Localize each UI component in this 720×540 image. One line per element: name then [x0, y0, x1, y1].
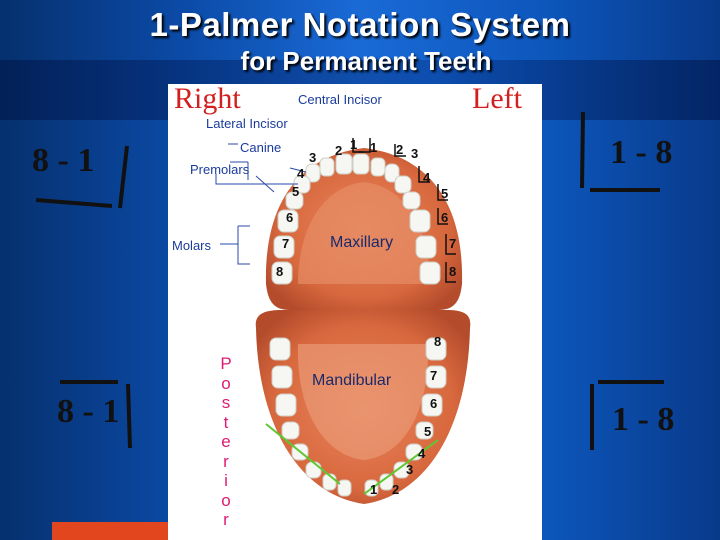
- dental-arch-illustration: [215, 138, 471, 504]
- label-central-incisor: Central Incisor: [298, 92, 382, 107]
- posterior-letter: e: [221, 432, 231, 451]
- slide-title: 1-Palmer Notation System: [149, 6, 571, 43]
- posterior-label: P o s t e r i o r: [218, 354, 234, 530]
- upper-right-number-2: 2: [335, 143, 343, 158]
- posterior-letter: P: [220, 354, 232, 373]
- lower-number-5: 5: [424, 424, 432, 439]
- posterior-letter: o: [221, 373, 231, 393]
- upper-left-number-4: 4: [423, 170, 431, 185]
- quadrant-upper-left-text: 1 - 8: [610, 134, 673, 171]
- posterior-letter: o: [221, 490, 231, 510]
- upper-left-number-5: 5: [441, 186, 449, 201]
- posterior-letter: i: [224, 471, 228, 490]
- lower-number-4: 4: [418, 446, 426, 461]
- upper-right-number-8: 8: [276, 264, 284, 279]
- label-molars: Molars: [172, 238, 212, 253]
- upper-left-number-6: 6: [441, 210, 449, 225]
- left-side-label: Left: [472, 82, 522, 115]
- upper-left-number-8: 8: [449, 264, 457, 279]
- label-canine: Canine: [240, 140, 282, 155]
- accent-bar: [52, 522, 168, 540]
- label-maxillary: Maxillary: [330, 234, 394, 251]
- label-mandibular: Mandibular: [312, 372, 392, 389]
- quadrant-upper-right-text: 8 - 1: [32, 142, 95, 179]
- posterior-letter: t: [223, 412, 229, 432]
- lower-number-8: 8: [434, 334, 442, 349]
- quadrant-lower-left-text: 1 - 8: [612, 401, 675, 438]
- upper-left-number-7: 7: [449, 236, 457, 251]
- upper-right-number-5: 5: [292, 184, 300, 199]
- upper-right-number-7: 7: [282, 236, 290, 251]
- posterior-letter: r: [223, 451, 229, 471]
- dental-arch-diagram: Central Incisor Lateral Incisor Canine P…: [168, 84, 542, 540]
- posterior-letter: r: [223, 510, 229, 529]
- right-side-label: Right: [174, 82, 241, 115]
- upper-left-number-3: 3: [411, 146, 419, 161]
- lower-number-3: 3: [406, 462, 414, 477]
- lower-number-6: 6: [430, 396, 438, 411]
- upper-right-number-3: 3: [309, 150, 317, 165]
- lower-number-2: 2: [392, 482, 400, 497]
- quadrant-lower-right-text: 8 - 1: [57, 393, 120, 430]
- label-lateral-incisor: Lateral Incisor: [206, 116, 288, 131]
- posterior-letter: s: [221, 393, 231, 412]
- label-premolars: Premolars: [190, 162, 250, 177]
- upper-left-number-2: 2: [396, 142, 404, 157]
- upper-right-number-1: 1: [350, 137, 358, 152]
- upper-right-number-6: 6: [286, 210, 294, 225]
- slide-subtitle: for Permanent Teeth: [240, 46, 492, 76]
- lower-number-1: 1: [370, 482, 378, 497]
- upper-right-number-4: 4: [297, 166, 305, 181]
- lower-number-7: 7: [430, 368, 438, 383]
- upper-left-number-1: 1: [370, 140, 378, 155]
